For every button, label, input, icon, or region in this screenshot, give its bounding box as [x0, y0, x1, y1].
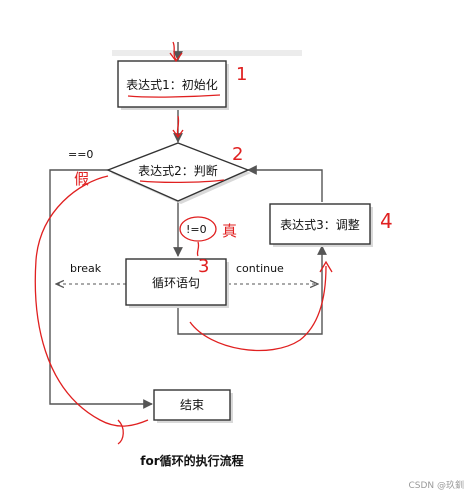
- update-box-label: 表达式3：调整: [280, 217, 360, 232]
- red-loop-arrowhead-icon: [319, 260, 333, 273]
- red-false-char: 假: [74, 170, 89, 188]
- red-entry-arrowhead-icon: [169, 52, 183, 63]
- init-box: [117, 60, 227, 108]
- red-end-hook-icon: [117, 419, 124, 445]
- red-arrowhead-init-to-condition-icon: [172, 129, 184, 139]
- diagram-title: for循环的执行流程: [140, 453, 243, 468]
- body-box-label: 循环语句: [152, 276, 200, 290]
- top-shadow-strip: [112, 50, 302, 56]
- condition-diamond-label: 表达式2：判断: [138, 163, 218, 178]
- red-step-1: 1: [236, 64, 247, 85]
- red-false-curve-icon: [34, 175, 149, 427]
- red-arrow-init-to-condition-icon: [176, 115, 180, 137]
- red-underline-condition: [139, 179, 225, 184]
- red-arrow-true-to-body-icon: [196, 241, 200, 257]
- red-underline-init: [127, 94, 221, 98]
- body-box: [125, 258, 227, 306]
- body-to-update-line: [177, 245, 327, 335]
- false-path-line: [49, 169, 153, 409]
- end-box-label: 结束: [180, 398, 204, 412]
- break-label: break: [70, 262, 102, 275]
- red-loop-curve-icon: [189, 265, 327, 352]
- end-box: [153, 389, 231, 421]
- continue-label: continue: [236, 262, 284, 275]
- red-step-2: 2: [232, 144, 243, 165]
- watermark: CSDN @玖釧: [408, 479, 464, 491]
- update-box: [269, 203, 371, 245]
- red-entry-arrow-icon: [172, 41, 177, 61]
- condition-diamond: [106, 142, 250, 202]
- true-branch-label: !=0: [186, 223, 207, 236]
- red-circle-true-label: [179, 216, 217, 242]
- red-step-3: 3: [198, 256, 209, 277]
- red-true-char: 真: [222, 222, 237, 240]
- init-box-label: 表达式1：初始化: [126, 78, 218, 92]
- red-step-4: 4: [380, 209, 393, 233]
- update-to-condition-line: [247, 165, 323, 202]
- false-branch-label: ==0: [68, 148, 93, 161]
